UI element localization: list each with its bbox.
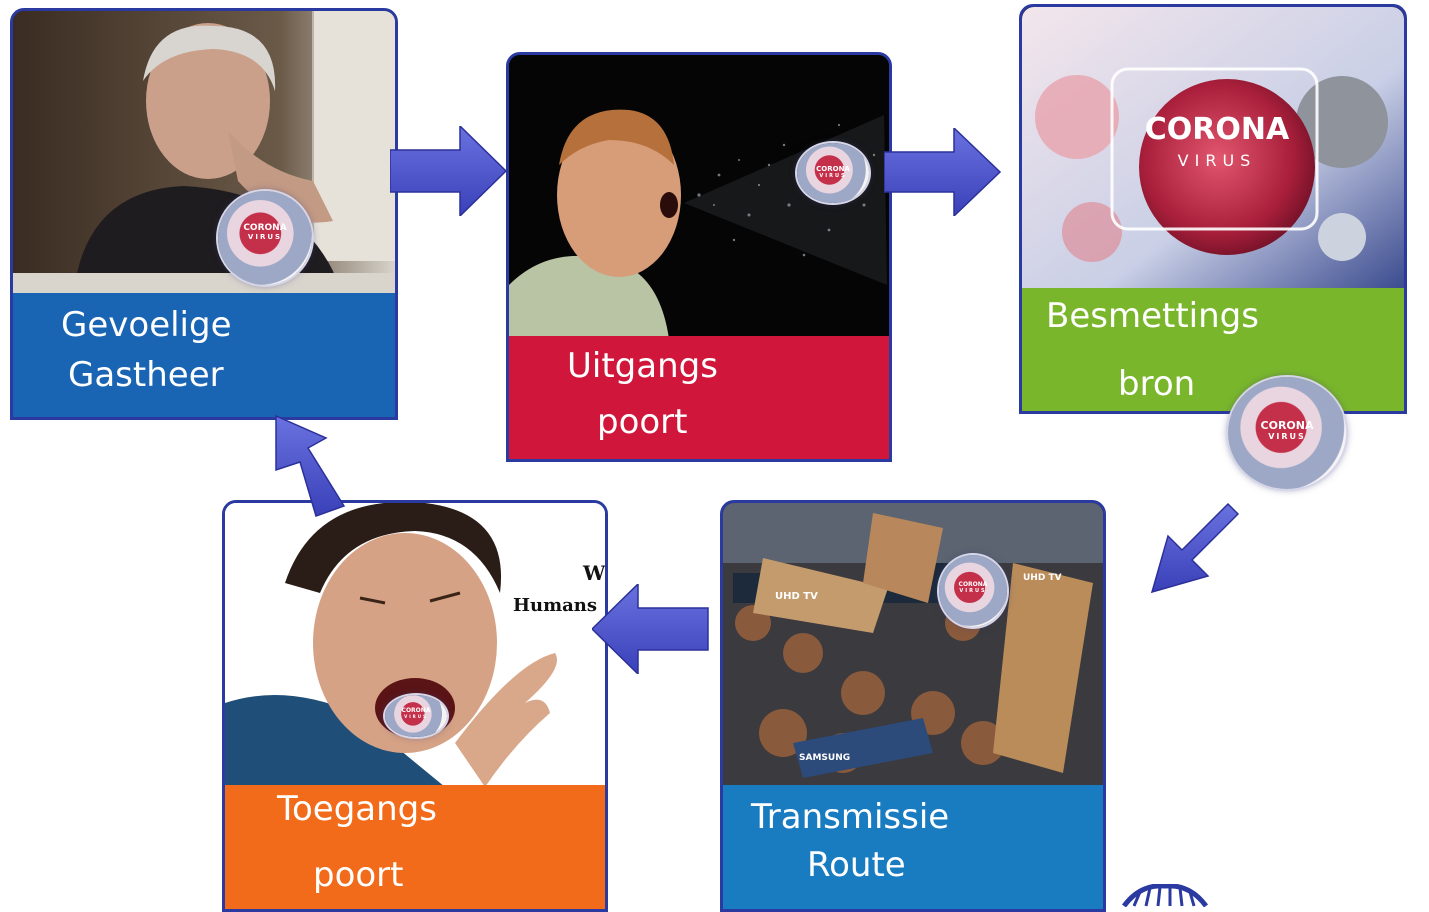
card-toegangs-poort: W Humans CORONA VIRUS Toegangs poort	[222, 500, 608, 912]
crowd-shopping-photo	[723, 503, 1103, 785]
arrow-right-icon	[884, 128, 1002, 216]
card-besmettings-bron: CORONA VIRUS Besmettings bron CORONA VIR…	[1019, 4, 1407, 489]
label-besmettings-bron: Besmettings bron	[1022, 288, 1404, 411]
card-uitgangs-poort: CORONA VIRUS Uitgangs poort	[506, 52, 892, 462]
label-transmissie-route: Transmissie Route	[723, 785, 1103, 909]
virus-badge-icon: CORONA VIRUS	[1228, 377, 1346, 489]
virus-badge-icon: CORONA VIRUS	[385, 695, 447, 737]
virus-badge-icon: CORONA VIRUS	[218, 191, 312, 285]
arrow-down-left-icon	[1150, 502, 1240, 594]
corona-hero-text: CORONA VIRUS	[1144, 112, 1290, 171]
virus-badge-icon: CORONA VIRUS	[797, 143, 869, 203]
yawning-woman-photo	[225, 503, 605, 787]
route-photo-text: UHD TV UHD TV SAMSUNG	[775, 573, 1062, 763]
yawn-photo-text: W Humans	[513, 561, 606, 616]
card-transmissie-route: UHD TV UHD TV SAMSUNG CORONA VIRUS Trans…	[720, 500, 1106, 912]
arrow-right-icon	[390, 126, 508, 216]
label-toegangs-poort: Toegangs poort	[225, 785, 605, 909]
virus-badge-icon: CORONA VIRUS	[939, 555, 1007, 627]
corona-virus-image	[1022, 7, 1404, 291]
card-gevoelige-gastheer: CORONA VIRUS Gevoelige Gastheer	[10, 8, 398, 420]
arrow-left-icon	[592, 584, 709, 674]
elderly-woman-photo	[13, 11, 395, 299]
arrow-up-icon	[275, 414, 346, 517]
label-gevoelige-gastheer: Gevoelige Gastheer	[13, 293, 395, 417]
label-uitgangs-poort: Uitgangs poort	[509, 336, 889, 459]
logo-mark-icon	[1121, 884, 1209, 907]
